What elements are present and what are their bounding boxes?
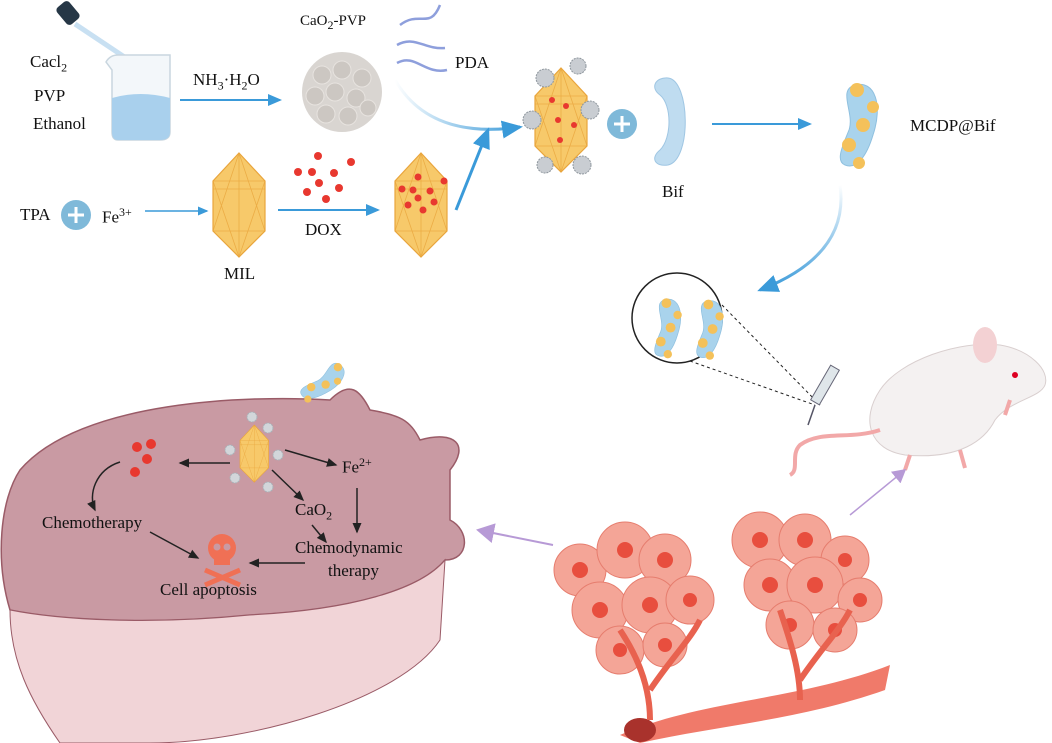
beaker-icon: [105, 54, 171, 141]
mcdp-nanoparticle: [522, 57, 600, 175]
curved-arrow: [393, 79, 523, 139]
label-pda: PDA: [455, 53, 490, 72]
plus-icon: [607, 109, 637, 139]
label-fe2: Fe2+: [342, 455, 372, 477]
label-ammonia: NH3·H2O: [193, 70, 260, 93]
label-ethanol: Ethanol: [33, 114, 86, 133]
cao2-pvp-particle: [302, 52, 382, 132]
purple-arrow-1: [476, 523, 554, 546]
syringe-icon: [807, 364, 841, 426]
label-mcdp-bif: MCDP@Bif: [910, 116, 996, 135]
label-bif: Bif: [662, 182, 684, 201]
plus-icon: [61, 200, 91, 230]
purple-arrow-2: [849, 469, 907, 516]
tumor-cell: [0, 388, 466, 743]
label-dox: DOX: [305, 220, 342, 239]
label-cao2-pvp: CaO2-PVP: [300, 13, 367, 32]
dox-loaded-crystal: [394, 152, 448, 258]
mcdp-bif-icon: [839, 82, 880, 170]
label-tpa: TPA: [20, 205, 51, 224]
label-cao2: CaO2: [295, 500, 333, 523]
tumor-tissue: [553, 511, 890, 743]
zoom-circle: [631, 272, 821, 406]
arrow-4: [454, 127, 490, 211]
label-cacl2: Cacl2: [30, 52, 68, 75]
mil-crystal: [212, 152, 266, 258]
bifidobacterium-icon: [654, 77, 686, 166]
label-therapy: therapy: [328, 561, 379, 580]
label-fe3: Fe3+: [102, 205, 132, 227]
dox-molecules: [294, 152, 355, 203]
label-mil: MIL: [224, 264, 256, 283]
label-pvp: PVP: [34, 86, 66, 105]
arrows-cell: [87, 449, 362, 568]
skull-icon: [204, 534, 241, 588]
label-chemodynamic: Chemodynamic: [295, 538, 403, 557]
label-cell-apoptosis: Cell apoptosis: [160, 580, 257, 599]
label-chemotherapy: Chemotherapy: [42, 513, 143, 532]
mouse-icon: [788, 327, 1047, 477]
pda-wave-icon: [396, 4, 448, 72]
curved-arrow-2: [757, 184, 843, 292]
